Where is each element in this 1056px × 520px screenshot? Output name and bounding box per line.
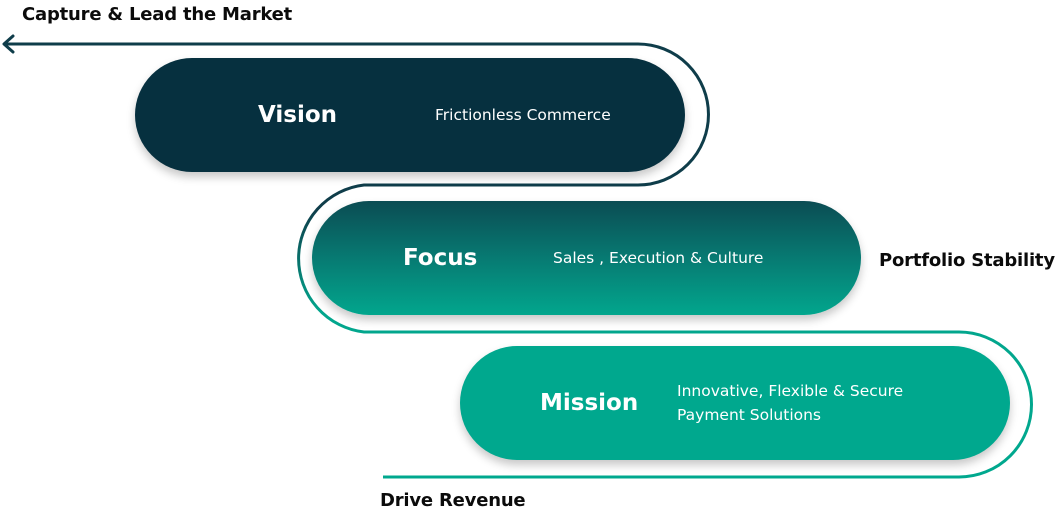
focus-description-line: Sales , Execution & Culture — [553, 249, 764, 267]
arrow-left-icon — [2, 34, 15, 54]
mission-description: Innovative, Flexible & Secure Payment So… — [677, 379, 903, 427]
vision-pill: Vision Frictionless Commerce — [135, 58, 685, 172]
mission-description-line-2: Payment Solutions — [677, 406, 822, 424]
focus-description: Sales , Execution & Culture — [553, 246, 763, 270]
vision-description-line: Frictionless Commerce — [435, 106, 611, 124]
mission-description-line-1: Innovative, Flexible & Secure — [677, 382, 904, 400]
bottom-label: Drive Revenue — [380, 490, 526, 511]
serpentine-path — [4, 42, 1033, 479]
vision-description: Frictionless Commerce — [435, 103, 611, 127]
vision-title: Vision — [258, 102, 338, 128]
mission-pill: Mission Innovative, Flexible & Secure Pa… — [460, 346, 1010, 460]
focus-title: Focus — [403, 245, 478, 271]
right-label: Portfolio Stability — [879, 250, 1055, 271]
focus-pill: Focus Sales , Execution & Culture — [312, 201, 861, 315]
top-label: Capture & Lead the Market — [22, 4, 293, 25]
mission-title: Mission — [540, 390, 639, 416]
